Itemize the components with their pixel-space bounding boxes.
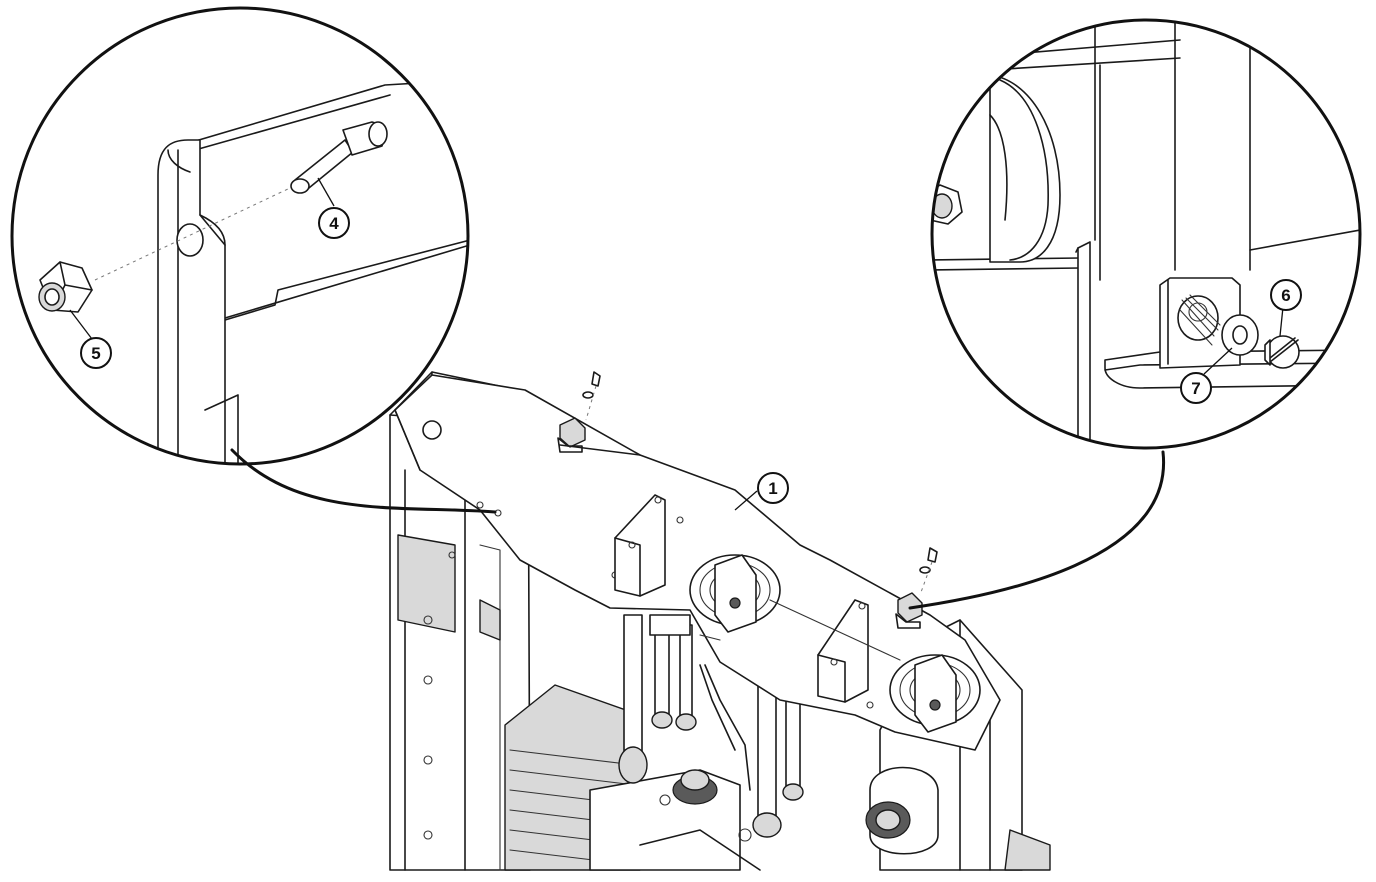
callout-balloon-5: 5: [80, 337, 112, 369]
callout-balloon-6: 6: [1270, 279, 1302, 311]
right-connector-line: [908, 450, 1165, 610]
left-connector-line: [230, 448, 497, 514]
callout-balloon-1: 1: [757, 472, 789, 504]
left-detail-view: [10, 6, 470, 466]
main-assembly: [389, 371, 1051, 871]
right-detail-view: [930, 18, 1362, 450]
callout-balloon-7: 7: [1180, 372, 1212, 404]
callout-label-7: 7: [1191, 379, 1200, 398]
callout-label-6: 6: [1281, 286, 1290, 305]
callout-label-4: 4: [329, 214, 339, 233]
callout-balloon-4: 4: [318, 207, 350, 239]
callout-label-5: 5: [91, 344, 100, 363]
callout-label-1: 1: [768, 479, 777, 498]
